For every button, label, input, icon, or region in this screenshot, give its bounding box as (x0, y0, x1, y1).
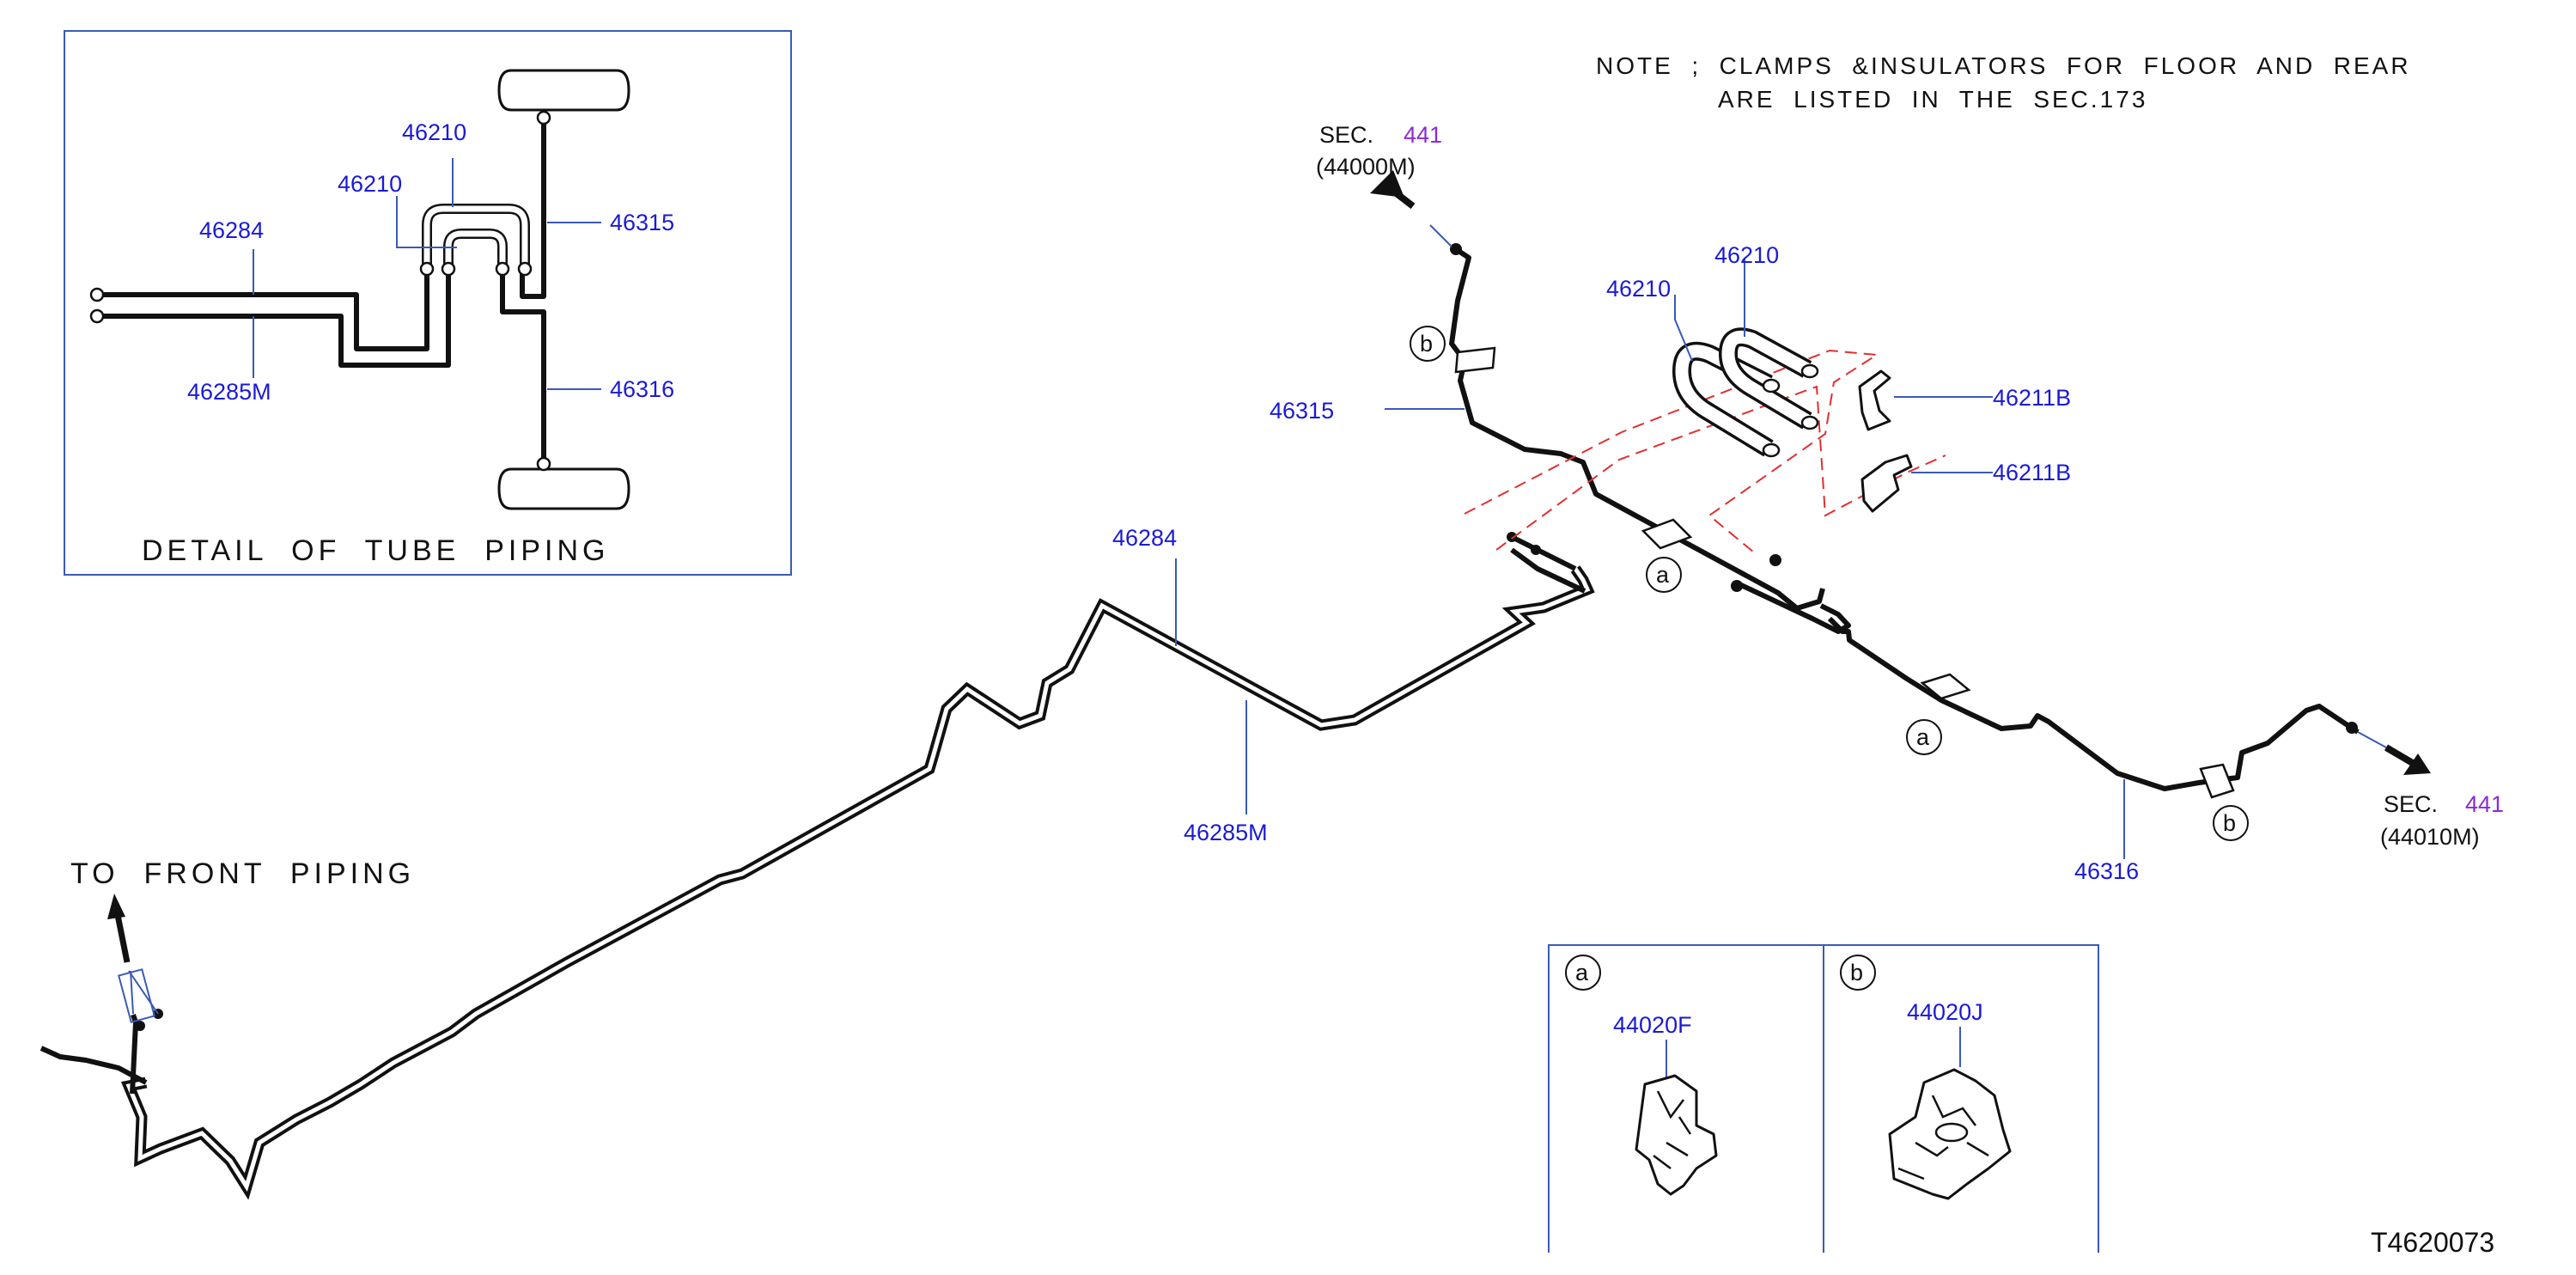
detail-port-icon (419, 261, 435, 277)
clip-44020f-icon (1635, 1074, 1718, 1196)
hose-46210-large (1675, 345, 1772, 454)
fitting-icon (1731, 580, 1743, 592)
detail-port-icon (495, 261, 510, 277)
hose-46210-small (1721, 330, 1811, 427)
clip-b-pad (2199, 763, 2235, 799)
clip-a-pad (1641, 518, 1693, 550)
front-pipe-end-lower (130, 1014, 138, 1095)
detail-inset: 46210 46210 46284 46285M 46315 46316 DET… (64, 30, 792, 576)
detail-port-icon (517, 261, 533, 277)
sec441-top-arrow-icon (1370, 170, 1404, 198)
label-46211b-lower: 46211B (1993, 460, 2071, 485)
to-front-arrow-icon (107, 894, 125, 919)
callout-a-lower: a (1916, 724, 1930, 750)
detail-label-46285m: 46285M (187, 379, 271, 405)
detail-port-icon (536, 110, 551, 125)
fitting-icon (135, 1021, 145, 1031)
drawing-id: T4620073 (2371, 1227, 2494, 1258)
phantom-bracket-outline (1464, 349, 1879, 553)
fitting-icon (1769, 554, 1781, 566)
sec441-right-arrow-icon (2403, 753, 2431, 775)
bracket-46211b-lower (1860, 454, 1913, 513)
fitting-icon (1507, 532, 1517, 542)
fitting-icon (1450, 243, 1462, 255)
fitting-icon (1531, 545, 1541, 555)
hoses-46210 (1672, 327, 1819, 458)
detail-port-icon (89, 308, 105, 324)
label-46210-left: 46210 (1606, 276, 1671, 302)
detail-label-46316: 46316 (610, 376, 674, 402)
to-front-piping-label: TO FRONT PIPING (70, 857, 415, 890)
bracket-46211b-upper (1858, 369, 1891, 431)
detail-frame (64, 30, 792, 576)
detail-hose-inner (445, 230, 506, 269)
clip-detail-boxes: a b 44020F 44020J (1548, 944, 2099, 1253)
clip-44020j-icon (1888, 1068, 2012, 1200)
mid-pipe-end-upper (1510, 534, 1577, 571)
detail-tube-46285m (101, 269, 451, 368)
label-46316: 46316 (2074, 858, 2139, 884)
label-46210-right: 46210 (1714, 242, 1779, 268)
label-46285m: 46285M (1184, 820, 1268, 845)
detail-tube-46316 (500, 269, 546, 464)
front-hose-marker (118, 968, 155, 1023)
detail-port-icon (89, 287, 105, 302)
detail-tube-46284 (101, 269, 429, 351)
clip-b-letter: b (1850, 960, 1863, 985)
tube-46315 (1449, 247, 1825, 611)
callout-b-right: b (2223, 810, 2236, 836)
sec-right-sub: (44010M) (2380, 824, 2480, 850)
tube-46316 (1738, 582, 2360, 791)
label-46315: 46315 (1270, 398, 1334, 424)
detail-label-46210-top: 46210 (402, 119, 466, 145)
detail-port-icon (536, 456, 551, 472)
callout-a-mid: a (1656, 562, 1670, 588)
main-pipe-46284-46285m (125, 567, 1591, 1193)
detail-hose-outer (423, 205, 528, 269)
sec-top-prefix: SEC. (1319, 122, 1373, 148)
sec-top-number[interactable]: 441 (1404, 122, 1442, 148)
detail-lower-unit (497, 467, 630, 510)
clip-b-pad (1454, 346, 1496, 374)
clip-a-letter: a (1575, 960, 1589, 985)
sec-top-sub: (44000M) (1316, 154, 1416, 180)
detail-tube-46315 (520, 118, 546, 299)
phantom-bracket-outline (1495, 385, 1946, 551)
note-line-2: ARE LISTED IN THE SEC.173 (1718, 86, 2147, 113)
detail-label-46210-left: 46210 (338, 171, 402, 197)
sec-right-prefix: SEC. (2384, 791, 2438, 817)
label-46284: 46284 (1112, 525, 1177, 551)
detail-label-46315: 46315 (610, 210, 674, 235)
detail-title: DETAIL OF TUBE PIPING (142, 534, 609, 567)
callout-b-top: b (1420, 331, 1433, 357)
mid-pipe-end-lower (1510, 547, 1586, 594)
note-line-1: NOTE ; CLAMPS &INSULATORS FOR FLOOR AND … (1596, 52, 2411, 79)
label-46211b-upper: 46211B (1993, 385, 2071, 411)
clip-a-part-number: 44020F (1613, 1012, 1692, 1038)
front-pipe-end-upper (40, 1046, 148, 1085)
fitting-icon (2346, 722, 2358, 734)
clip-a-pad (1920, 673, 1971, 700)
detail-label-46284: 46284 (199, 217, 264, 243)
detail-port-icon (441, 261, 456, 277)
clip-b-part-number: 44020J (1907, 999, 1983, 1025)
detail-upper-unit (497, 69, 630, 112)
sec-right-number[interactable]: 441 (2465, 791, 2504, 817)
